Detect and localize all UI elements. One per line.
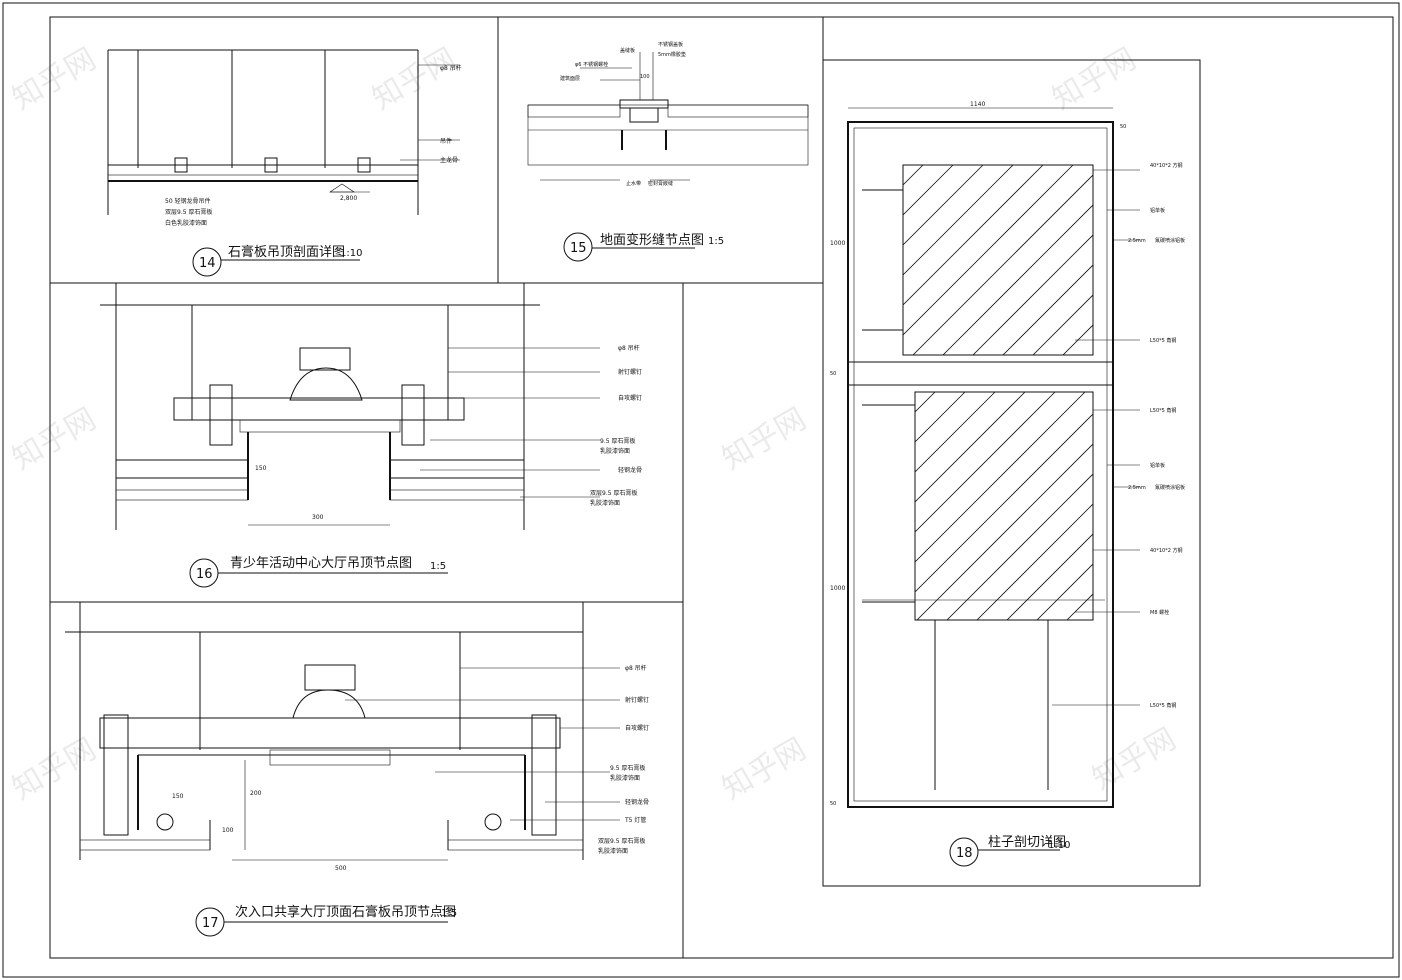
d18-label-k: M8 螺栓 xyxy=(1150,609,1169,616)
d14-note-2: 双层9.5 厚石膏板 xyxy=(165,208,212,216)
d16-label-a: φ8 吊杆 xyxy=(618,344,640,352)
d16-label-h: 乳胶漆饰面 xyxy=(590,499,620,507)
d16-dim-w: 300 xyxy=(312,514,324,521)
d15-dim: 100 xyxy=(640,74,650,80)
d15-label-g: 密封膏嵌缝 xyxy=(648,180,673,187)
d17-label-b: 射钉螺钉 xyxy=(625,696,649,704)
d15-scale: 1:5 xyxy=(708,236,724,247)
d18-label-i: 氟碳喷涂铝板 xyxy=(1155,484,1185,491)
d16-title: 青少年活动中心大厅吊顶节点图 xyxy=(230,556,412,571)
d15-label-d: φ6 不锈钢螺栓 xyxy=(575,61,608,68)
d18-dim-left2: 1000 xyxy=(830,585,845,592)
d15-label-e: 建筑面层 xyxy=(560,75,580,82)
d18-dim-top: 1140 xyxy=(970,101,985,108)
d17-label-e: 乳胶漆饰面 xyxy=(610,774,640,782)
d16-label-g: 双层9.5 厚石膏板 xyxy=(590,489,637,497)
d14-note-3: 白色乳胶漆饰面 xyxy=(165,219,207,227)
d14-label-main: 主龙骨 xyxy=(440,156,458,164)
d14-dim: 2,800 xyxy=(340,195,357,202)
d17-label-i: 乳胶漆饰面 xyxy=(598,847,628,855)
d16-label-e: 乳胶漆饰面 xyxy=(600,447,630,455)
d16-label-c: 自攻螺钉 xyxy=(618,394,642,402)
d16-label-f: 轻钢龙骨 xyxy=(618,466,642,474)
d18-label-b: 铝单板 xyxy=(1150,207,1165,214)
watermark-6: 知乎网 xyxy=(7,732,102,807)
d15-label-a: 盖缝板 xyxy=(620,47,635,54)
detail-14: φ8 吊杆 吊件 主龙骨 50 轻钢龙骨吊件 双层9.5 厚石膏板 白色乳胶漆饰… xyxy=(107,49,462,277)
d17-label-f: 轻钢龙骨 xyxy=(625,798,649,806)
d18-label-j: 40*10*2 方钢 xyxy=(1150,547,1183,554)
detail-15: 盖缝板 不锈钢盖板 5mm橡胶垫 φ6 不锈钢螺栓 建筑面层 止水带 密封膏嵌缝… xyxy=(527,41,809,262)
d14-scale: 1:10 xyxy=(340,248,362,259)
d15-title: 地面变形缝节点图 xyxy=(600,232,704,248)
d18-label-h: 2.5mm xyxy=(1128,485,1146,491)
d17-label-g: T5 灯管 xyxy=(624,816,646,824)
d17-label-a: φ8 吊杆 xyxy=(625,664,647,672)
watermark-2: 知乎网 xyxy=(367,42,462,117)
d18-label-d: 氟碳喷涂铝板 xyxy=(1155,237,1185,244)
watermark-4: 知乎网 xyxy=(7,402,102,477)
watermark-8: 知乎网 xyxy=(1087,722,1182,797)
d17-number: 17 xyxy=(202,916,219,931)
d14-number-circle xyxy=(192,247,222,277)
d18-label-a: 40*10*2 方钢 xyxy=(1150,162,1183,169)
d16-label-d: 9.5 厚石膏板 xyxy=(600,437,635,445)
d18-dim-left1: 1000 xyxy=(830,240,845,247)
detail-16: φ8 吊杆 射钉螺钉 自攻螺钉 9.5 厚石膏板 乳胶漆饰面 轻钢龙骨 双层9.… xyxy=(100,283,642,588)
d17-dim-v1: 150 xyxy=(172,793,184,800)
d18-label-e: L50*5 角钢 xyxy=(1150,337,1176,344)
watermark-5: 知乎网 xyxy=(717,402,812,477)
d15-label-f: 止水带 xyxy=(626,180,641,187)
d16-scale: 1:5 xyxy=(430,561,446,572)
d14-title: 石膏板吊顶剖面详图 xyxy=(228,244,345,260)
d18-label-l: L50*5 角钢 xyxy=(1150,702,1176,709)
d18-number: 18 xyxy=(956,846,973,861)
d15-label-c: 5mm橡胶垫 xyxy=(658,51,686,58)
d17-dim-v2: 200 xyxy=(250,790,262,797)
detail-17: φ8 吊杆 射钉螺钉 自攻螺钉 9.5 厚石膏板 乳胶漆饰面 轻钢龙骨 T5 灯… xyxy=(65,602,649,937)
d18-label-c: 2.5mm xyxy=(1128,238,1146,244)
d18-scale: 1:10 xyxy=(1048,840,1070,851)
d18-label-f: L50*5 角钢 xyxy=(1150,407,1176,414)
d15-number-circle xyxy=(563,232,593,262)
d15-number: 15 xyxy=(570,241,587,256)
d17-scale: 1:5 xyxy=(441,908,457,919)
d16-label-b: 射钉螺钉 xyxy=(618,368,642,376)
d18-dim-s1: 50 xyxy=(1120,124,1126,130)
watermark-1: 知乎网 xyxy=(7,42,102,117)
d17-label-d: 9.5 厚石膏板 xyxy=(610,764,645,772)
d18-number-circle xyxy=(949,837,979,867)
d14-label-hanger: 吊件 xyxy=(440,137,452,145)
d18-dim-s3: 50 xyxy=(830,801,836,807)
d15-label-b: 不锈钢盖板 xyxy=(658,41,683,48)
d16-dim-v: 150 xyxy=(255,465,267,472)
d18-dim-s2: 50 xyxy=(830,371,836,377)
detail-18-frame xyxy=(822,59,1201,887)
d16-number: 16 xyxy=(196,567,213,582)
watermark-7: 知乎网 xyxy=(717,732,812,807)
d18-label-g: 铝单板 xyxy=(1150,462,1165,469)
d17-label-c: 自攻螺钉 xyxy=(625,724,649,732)
d17-title: 次入口共享大厅顶面石膏板吊顶节点图 xyxy=(235,904,456,920)
d18-title: 柱子剖切详图 xyxy=(988,835,1066,850)
watermark-3: 知乎网 xyxy=(1047,42,1142,117)
detail-18: 1140 1000 1000 50 50 50 xyxy=(830,101,1185,867)
d17-dim-v3: 100 xyxy=(222,827,234,834)
d17-dim-w: 500 xyxy=(335,865,347,872)
d14-note-1: 50 轻钢龙骨吊件 xyxy=(165,197,211,205)
sheet-border-inner xyxy=(49,16,1394,959)
d14-number: 14 xyxy=(199,256,216,271)
d14-label-rod: φ8 吊杆 xyxy=(440,64,462,72)
d17-label-h: 双层9.5 厚石膏板 xyxy=(598,837,645,845)
